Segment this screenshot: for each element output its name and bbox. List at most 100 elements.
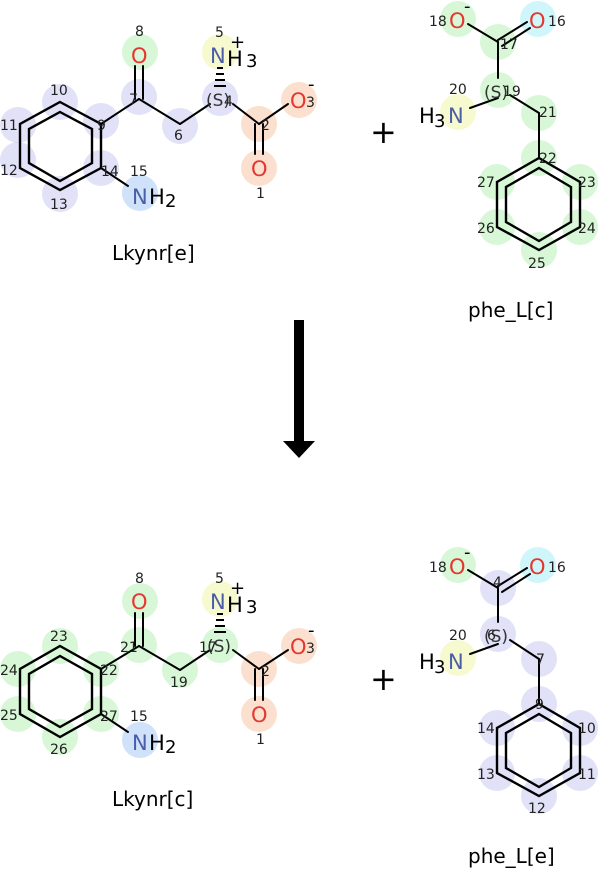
atom-index: 2 <box>261 664 270 680</box>
oxygen-atom: O <box>131 590 148 614</box>
atom-highlight <box>202 80 238 116</box>
bond <box>467 23 499 43</box>
oxygen-atom: O <box>251 703 268 727</box>
atom-index: 25 <box>0 708 18 724</box>
plus-sign: + <box>370 660 397 698</box>
atom-highlight <box>480 616 516 652</box>
atom-highlight <box>121 79 157 115</box>
hydrogen-atom: H <box>227 47 243 71</box>
atom-highlight <box>440 547 476 583</box>
benzene-ring <box>495 156 582 252</box>
atom-index: 7 <box>536 652 545 668</box>
bond <box>509 639 540 660</box>
bond <box>100 645 140 670</box>
atom-index: 27 <box>100 709 118 725</box>
subscript: 3 <box>434 111 445 132</box>
atom-index: 24 <box>578 221 596 237</box>
atom-index: 1 <box>256 186 265 202</box>
atom-index-group: 8 5 23 21 17 3 24 22 19 2 25 27 15 26 1 <box>0 571 315 758</box>
atom-highlight <box>440 94 476 130</box>
atom-index: 3 <box>306 95 315 111</box>
atom-index: 6 <box>487 628 496 644</box>
hydrogen-atom: H <box>419 650 435 674</box>
bond <box>138 98 181 125</box>
bond <box>232 649 260 670</box>
stereo-label: (S) <box>484 83 508 103</box>
bond <box>258 649 289 670</box>
bond <box>501 27 531 47</box>
atom-index: 8 <box>135 24 144 40</box>
atom-index: 6 <box>174 128 183 144</box>
bond <box>497 21 528 41</box>
benzene-ring-inner <box>27 654 94 729</box>
subscript: 3 <box>246 597 257 618</box>
atom-index: 4 <box>493 575 502 591</box>
molecule-lkynr-e: O N H 3 + O - O N H 2 (S) 8 5 10 7 4 3 1… <box>0 24 317 265</box>
atom-index: 5 <box>215 571 224 587</box>
subscript: 3 <box>434 657 445 678</box>
hydrogen-atom: H <box>227 593 243 617</box>
atom-index: 25 <box>528 256 546 272</box>
atom-highlight <box>440 640 476 676</box>
atom-index: 18 <box>429 560 447 576</box>
benzene-ring-inner <box>504 712 573 789</box>
atom-index: 16 <box>548 14 566 30</box>
atom-highlight <box>0 142 36 178</box>
bond <box>232 103 260 125</box>
atom-highlight <box>0 107 36 143</box>
atom-highlight <box>241 696 277 732</box>
reaction-arrow <box>283 320 315 458</box>
atom-index: 17 <box>199 640 217 656</box>
atom-highlight <box>0 651 36 687</box>
atom-index: 4 <box>224 94 233 110</box>
atom-index: 3 <box>306 641 315 657</box>
atom-index: 23 <box>578 175 596 191</box>
atom-index: 21 <box>539 105 557 121</box>
atom-highlight <box>122 34 158 70</box>
nitrogen-atom: N <box>132 731 148 755</box>
negative-charge: - <box>308 620 315 641</box>
atom-highlight <box>281 628 317 664</box>
bond <box>258 103 289 125</box>
arrow-shaft <box>294 320 304 442</box>
atom-highlight <box>480 72 516 108</box>
atom-highlight <box>122 722 158 758</box>
stereo-label: (S) <box>484 627 508 647</box>
bond <box>469 97 499 109</box>
atom-index: 10 <box>50 83 68 99</box>
molecule-label: Lkynr[e] <box>112 241 195 265</box>
atom-index: 9 <box>535 697 544 713</box>
atom-highlight <box>241 150 277 186</box>
atom-index: 17 <box>500 37 518 53</box>
oxygen-atom: O <box>251 157 268 181</box>
atom-index: 22 <box>100 663 118 679</box>
benzene-ring <box>495 702 582 798</box>
molecule-label: Lkynr[c] <box>112 787 193 811</box>
atom-index: 16 <box>548 560 566 576</box>
hydrogen-atom: H <box>149 731 165 755</box>
negative-charge: - <box>464 542 471 563</box>
bond <box>497 567 528 587</box>
molecule-label: phe_L[c] <box>468 298 553 322</box>
nitrogen-atom: N <box>210 590 226 614</box>
atom-index-group: 8 5 10 7 4 3 11 9 6 2 12 14 15 13 1 <box>0 24 315 213</box>
bond <box>179 103 211 125</box>
plus-sign: + <box>370 113 397 151</box>
atom-index: 5 <box>215 25 224 41</box>
atom-highlight <box>122 583 158 619</box>
subscript: 3 <box>246 51 257 72</box>
oxygen-atom: O <box>449 9 466 33</box>
bond <box>501 573 531 593</box>
arrow-head <box>283 441 315 458</box>
benzene-ring-inner <box>504 166 573 243</box>
atom-index: 14 <box>101 164 119 180</box>
bond <box>100 167 129 187</box>
negative-charge: - <box>308 74 315 95</box>
oxygen-atom: O <box>290 635 307 659</box>
oxygen-atom: O <box>131 44 148 68</box>
atom-index-group: 18 16 4 20 6 7 9 14 10 13 11 12 <box>429 560 596 817</box>
atom-index: 11 <box>0 118 18 134</box>
molecule-phe-l-c: O - O H 3 N (S) 18 16 17 20 19 21 22 27 … <box>419 0 598 322</box>
atom-index: 14 <box>477 721 495 737</box>
